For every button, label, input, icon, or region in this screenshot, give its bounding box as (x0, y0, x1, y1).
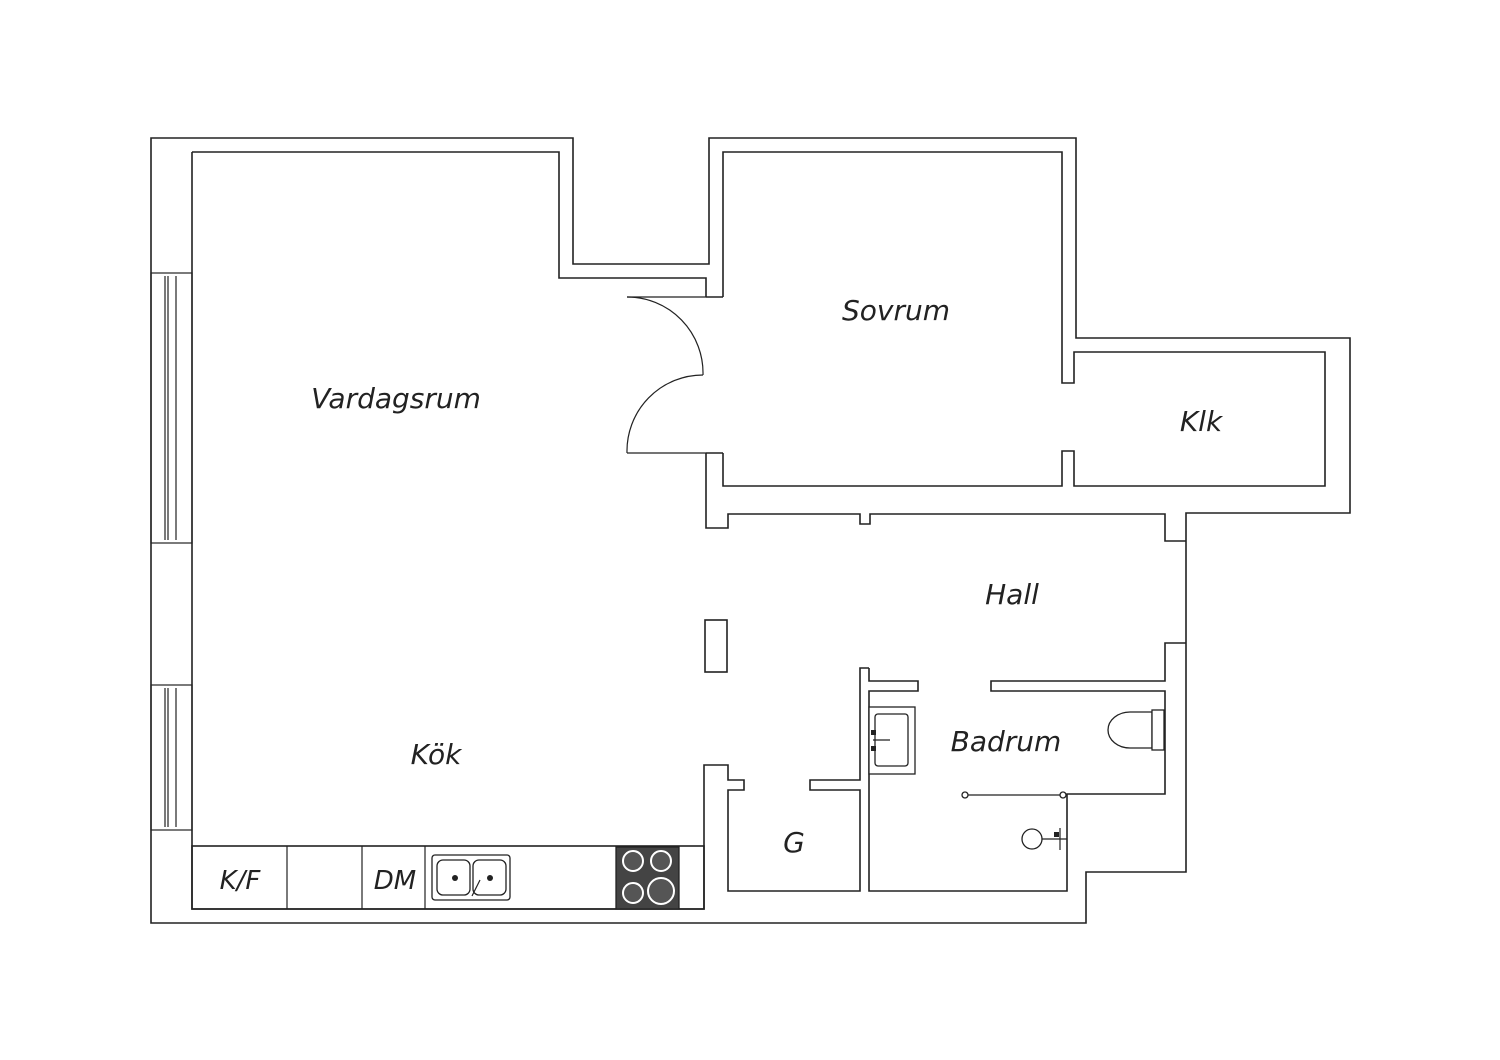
room-label-kok: Kök (411, 738, 463, 771)
cabinet-label-dm: DM (374, 866, 416, 896)
room-label-hall: Hall (985, 578, 1039, 611)
outer-walls (150, 137, 1351, 924)
room-label-vardagsrum: Vardagsrum (311, 382, 481, 415)
toilet-icon (1107, 709, 1165, 751)
wash-basin-icon (868, 706, 916, 775)
windows (150, 272, 193, 831)
kitchen-sink-icon (431, 854, 511, 901)
room-label-g: G (783, 826, 805, 859)
room-label-badrum: Badrum (951, 725, 1062, 758)
room-label-klk: Klk (1180, 405, 1224, 438)
cabinet-label-kf: K/F (220, 866, 262, 896)
shower-icon (961, 791, 1067, 850)
room-label-sovrum: Sovrum (842, 294, 950, 327)
stove-icon (615, 846, 680, 910)
double-door (626, 296, 706, 454)
